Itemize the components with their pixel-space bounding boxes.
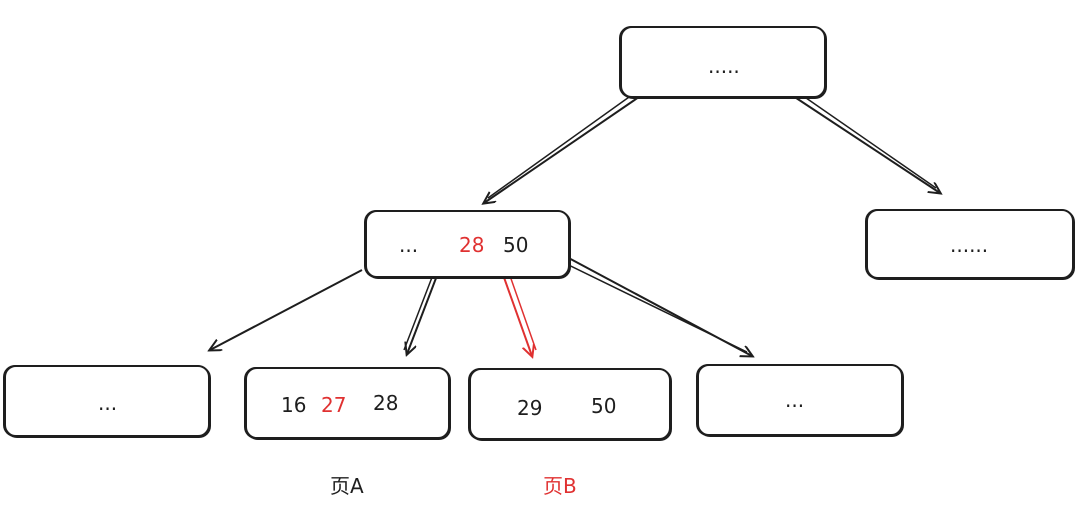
right-internal-text: ...... [950, 233, 989, 257]
edge-root-to-internal [484, 81, 656, 203]
edge-internal-to-leaf1 [210, 269, 363, 350]
internal-key-50: 50 [503, 233, 529, 257]
page-a-key-28: 28 [373, 391, 399, 415]
leaf-node-1: ... [4, 365, 210, 437]
leaf-node-1-text: ... [98, 391, 118, 415]
root-node: ..... [620, 26, 826, 98]
internal-key-28: 28 [459, 233, 485, 257]
page-b-key-50: 50 [591, 394, 617, 418]
page-b-key-29: 29 [517, 396, 543, 420]
leaf-node-4: ... [697, 364, 903, 436]
root-node-text: ..... [708, 54, 740, 78]
page-a-key-16: 16 [281, 393, 307, 417]
internal-ellipsis: ... [399, 233, 419, 257]
page-a-node: 16 27 28 [245, 367, 450, 439]
leaf-node-4-text: ... [785, 388, 805, 412]
edge-root-to-right-internal [777, 81, 940, 193]
page-a-label: 页A [330, 474, 364, 498]
internal-node: ... 28 50 [365, 210, 570, 278]
edge-internal-to-leaf4 [545, 247, 752, 356]
page-a-key-27: 27 [321, 393, 347, 417]
page-b-label: 页B [543, 474, 577, 498]
page-b-node: 29 50 [469, 368, 671, 440]
right-internal-node: ...... [866, 209, 1074, 279]
